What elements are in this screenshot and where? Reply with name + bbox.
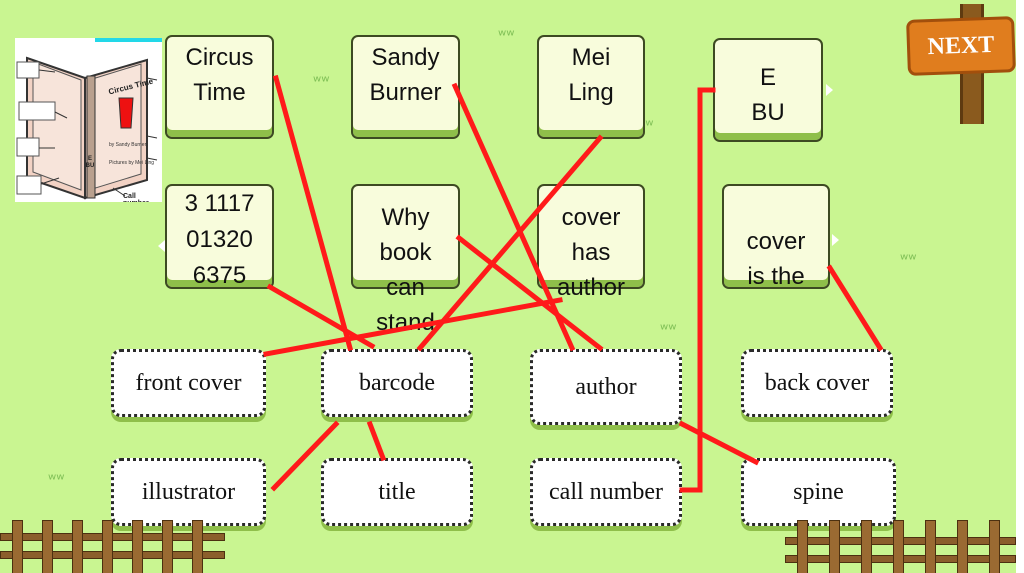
grass-decoration: ʷʷ bbox=[900, 250, 917, 269]
match-line bbox=[366, 420, 387, 462]
answer-card-e-bu[interactable]: E BU bbox=[713, 38, 823, 142]
right-edge-bar bbox=[1016, 0, 1024, 573]
open-book-illustration bbox=[16, 56, 158, 200]
card-text: 3 1117 01320 6375 bbox=[184, 190, 255, 289]
target-label-author[interactable]: author bbox=[530, 349, 682, 425]
drag-handle bbox=[826, 84, 833, 96]
match-line bbox=[678, 420, 760, 466]
target-label-back-cover[interactable]: back cover bbox=[741, 349, 893, 417]
answer-card-mei-ling[interactable]: Mei Ling bbox=[537, 35, 645, 139]
thumb-call-number: E BU bbox=[85, 156, 95, 169]
answer-card-barcode-number[interactable]: 3 1117 01320 6375 bbox=[165, 184, 274, 289]
grass-decoration: ʷʷ bbox=[48, 470, 65, 489]
grass-decoration: ʷʷ bbox=[313, 72, 330, 91]
match-line bbox=[826, 264, 884, 352]
label-text: front cover bbox=[135, 369, 242, 396]
card-text: Why book can stand up bbox=[376, 204, 435, 371]
card-text: cover is the last page bbox=[746, 228, 806, 289]
answer-card-cover-author[interactable]: cover has author bbox=[537, 184, 645, 301]
card-text: cover has author bbox=[556, 204, 626, 301]
card-text: Circus Time bbox=[185, 44, 254, 106]
answer-card-sandy-burner[interactable]: Sandy Burner bbox=[351, 35, 460, 139]
card-text: Sandy Burner bbox=[369, 44, 442, 106]
book-diagram-thumbnail: Circus Time by Sandy Burner Pictures by … bbox=[15, 38, 162, 202]
target-label-illustrator[interactable]: illustrator bbox=[111, 458, 266, 526]
label-text: illustrator bbox=[141, 478, 236, 505]
label-text: call number bbox=[549, 478, 663, 505]
label-text: author bbox=[575, 373, 637, 400]
card-text: Mei Ling bbox=[568, 44, 614, 106]
match-line bbox=[679, 87, 716, 493]
next-label: NEXT bbox=[927, 31, 995, 60]
thumb-call-number-label: Call number bbox=[123, 193, 149, 202]
fence-left bbox=[0, 515, 225, 573]
drag-handle bbox=[158, 240, 165, 252]
grass-decoration: ʷʷ bbox=[660, 320, 677, 339]
label-text: back cover bbox=[764, 369, 870, 396]
card-text: E BU bbox=[751, 64, 785, 126]
target-label-title[interactable]: title bbox=[321, 458, 473, 526]
thumb-pictures: Pictures by Mei Ling bbox=[109, 160, 155, 166]
grass-decoration: ʷʷ bbox=[498, 26, 515, 45]
label-text: barcode bbox=[359, 369, 435, 396]
thumb-byline: by Sandy Burner bbox=[109, 142, 147, 148]
answer-card-why-book-stand[interactable]: Why book can stand up bbox=[351, 184, 460, 371]
fence-right bbox=[785, 515, 1016, 573]
label-text: title bbox=[378, 478, 416, 505]
drag-handle bbox=[832, 234, 839, 246]
target-label-call-number[interactable]: call number bbox=[530, 458, 682, 526]
target-label-front-cover[interactable]: front cover bbox=[111, 349, 266, 417]
sign-board: NEXT bbox=[906, 16, 1016, 76]
match-line bbox=[272, 74, 354, 352]
target-label-barcode[interactable]: barcode bbox=[321, 349, 473, 417]
answer-card-last-page[interactable]: cover is the last page bbox=[722, 184, 830, 289]
answer-card-circus-time[interactable]: Circus Time bbox=[165, 35, 274, 139]
label-text: spine bbox=[793, 478, 844, 505]
next-button[interactable]: NEXT bbox=[905, 0, 1016, 125]
target-label-spine[interactable]: spine bbox=[741, 458, 896, 526]
match-line bbox=[266, 283, 376, 350]
